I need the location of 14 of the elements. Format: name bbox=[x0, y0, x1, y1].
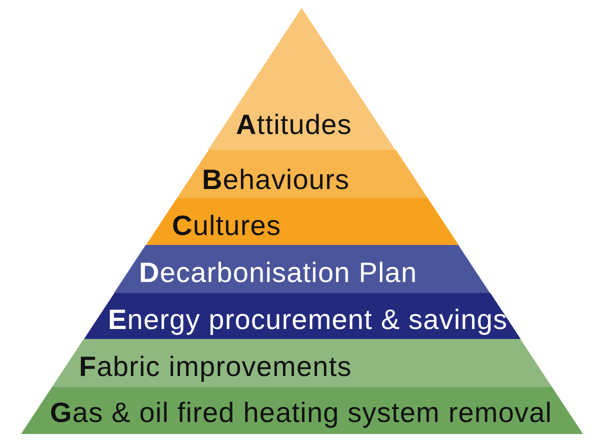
tier-label: Energy procurement & savings bbox=[108, 306, 508, 334]
tier-label: Attitudes bbox=[236, 111, 352, 139]
tier-label: Cultures bbox=[172, 212, 282, 240]
pyramid-tier bbox=[146, 198, 458, 245]
pyramid-tier bbox=[114, 245, 490, 293]
tier-label: Behaviours bbox=[202, 166, 350, 194]
pyramid-tier bbox=[52, 339, 552, 387]
pyramid-tier bbox=[176, 150, 428, 198]
pyramid-tier bbox=[84, 293, 520, 339]
pyramid-tier bbox=[208, 8, 396, 150]
pyramid-tier bbox=[21, 387, 583, 434]
tier-label: Decarbonisation Plan bbox=[138, 259, 418, 287]
tier-label: Gas & oil fired heating system removal bbox=[50, 399, 552, 427]
tier-label: Fabric improvements bbox=[78, 353, 352, 381]
